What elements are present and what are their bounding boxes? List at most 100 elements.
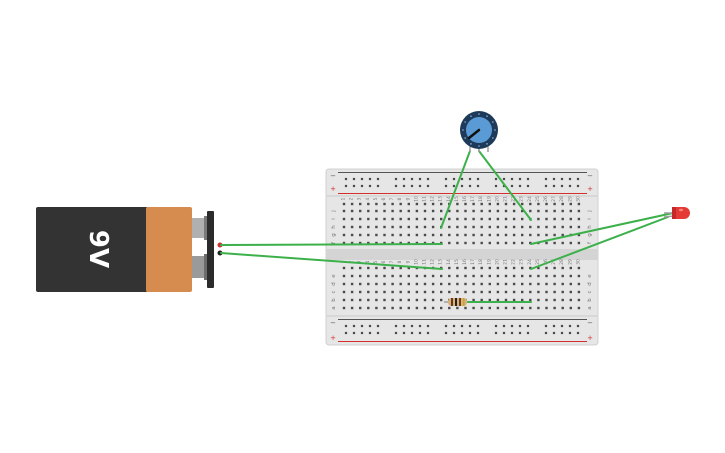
breadboard-hole[interactable] — [561, 274, 564, 278]
breadboard-hole[interactable] — [367, 241, 370, 245]
breadboard-hole[interactable] — [480, 266, 483, 270]
breadboard-hole[interactable] — [464, 266, 467, 270]
rail-hole[interactable] — [452, 184, 456, 188]
breadboard-hole[interactable] — [569, 202, 572, 206]
rail-hole[interactable] — [344, 331, 348, 335]
breadboard-hole[interactable] — [448, 274, 451, 278]
breadboard-hole[interactable] — [359, 306, 362, 310]
breadboard-hole[interactable] — [367, 233, 370, 237]
breadboard-hole[interactable] — [383, 233, 386, 237]
breadboard-hole[interactable] — [431, 290, 435, 294]
breadboard-hole[interactable] — [553, 282, 556, 286]
breadboard-hole[interactable] — [367, 266, 370, 270]
rail-hole[interactable] — [394, 331, 398, 335]
breadboard-hole[interactable] — [553, 209, 556, 213]
rail-hole[interactable] — [502, 331, 506, 335]
breadboard-hole[interactable] — [537, 266, 540, 270]
breadboard-hole[interactable] — [359, 233, 362, 237]
breadboard-hole[interactable] — [440, 217, 443, 221]
breadboard-hole[interactable] — [488, 233, 491, 237]
breadboard-hole[interactable] — [553, 202, 556, 206]
breadboard-hole[interactable] — [529, 233, 532, 237]
rail-hole[interactable] — [444, 184, 448, 188]
breadboard-hole[interactable] — [431, 233, 435, 237]
rail-hole[interactable] — [394, 184, 398, 188]
breadboard-hole[interactable] — [504, 290, 508, 294]
breadboard-hole[interactable] — [407, 306, 410, 310]
breadboard-hole[interactable] — [577, 241, 581, 245]
rail-hole[interactable] — [452, 331, 456, 335]
rail-hole[interactable] — [444, 331, 448, 335]
breadboard-hole[interactable] — [569, 241, 572, 245]
breadboard-hole[interactable] — [464, 241, 467, 245]
breadboard-hole[interactable] — [504, 233, 508, 237]
breadboard-hole[interactable] — [448, 225, 451, 229]
breadboard-hole[interactable] — [350, 217, 354, 221]
breadboard-hole[interactable] — [440, 209, 443, 213]
rail-hole[interactable] — [476, 184, 480, 188]
rail-hole[interactable] — [502, 177, 506, 181]
rail-hole[interactable] — [360, 331, 364, 335]
rail-hole[interactable] — [518, 324, 522, 328]
breadboard-hole[interactable] — [440, 233, 443, 237]
breadboard-hole[interactable] — [391, 290, 394, 294]
breadboard-hole[interactable] — [342, 266, 346, 270]
breadboard-hole[interactable] — [504, 298, 508, 302]
breadboard-hole[interactable] — [350, 225, 354, 229]
breadboard-hole[interactable] — [423, 225, 427, 229]
rail-hole[interactable] — [560, 184, 564, 188]
breadboard-hole[interactable] — [537, 202, 540, 206]
breadboard-hole[interactable] — [480, 225, 483, 229]
rail-hole[interactable] — [526, 324, 530, 328]
breadboard-hole[interactable] — [529, 266, 532, 270]
breadboard-hole[interactable] — [472, 266, 475, 270]
breadboard-hole[interactable] — [545, 202, 548, 206]
rail-hole[interactable] — [394, 177, 398, 181]
breadboard-hole[interactable] — [399, 282, 402, 286]
breadboard-hole[interactable] — [399, 225, 402, 229]
breadboard-hole[interactable] — [391, 225, 394, 229]
breadboard-hole[interactable] — [407, 266, 410, 270]
breadboard-hole[interactable] — [577, 306, 581, 310]
rail-hole[interactable] — [376, 331, 380, 335]
breadboard-hole[interactable] — [423, 290, 427, 294]
breadboard-hole[interactable] — [350, 202, 354, 206]
breadboard-hole[interactable] — [472, 202, 475, 206]
breadboard-hole[interactable] — [375, 225, 378, 229]
breadboard-hole[interactable] — [464, 274, 467, 278]
breadboard-hole[interactable] — [512, 266, 516, 270]
rail-hole[interactable] — [576, 177, 580, 181]
rail-hole[interactable] — [352, 331, 356, 335]
breadboard-hole[interactable] — [448, 233, 451, 237]
breadboard-hole[interactable] — [521, 282, 524, 286]
breadboard-hole[interactable] — [488, 217, 491, 221]
breadboard-hole[interactable] — [415, 241, 419, 245]
breadboard-hole[interactable] — [350, 266, 354, 270]
breadboard-hole[interactable] — [545, 209, 548, 213]
breadboard-hole[interactable] — [529, 241, 532, 245]
breadboard-hole[interactable] — [342, 274, 346, 278]
rail-hole[interactable] — [410, 324, 414, 328]
rail-hole[interactable] — [468, 177, 472, 181]
breadboard-hole[interactable] — [375, 298, 378, 302]
breadboard-hole[interactable] — [577, 233, 581, 237]
breadboard-hole[interactable] — [488, 209, 491, 213]
breadboard-hole[interactable] — [431, 225, 435, 229]
breadboard-hole[interactable] — [512, 274, 516, 278]
breadboard-hole[interactable] — [545, 290, 548, 294]
breadboard-hole[interactable] — [521, 202, 524, 206]
breadboard-hole[interactable] — [496, 290, 500, 294]
rail-hole[interactable] — [452, 177, 456, 181]
rail-hole[interactable] — [444, 324, 448, 328]
breadboard-hole[interactable] — [375, 266, 378, 270]
breadboard-hole[interactable] — [399, 306, 402, 310]
breadboard-hole[interactable] — [383, 306, 386, 310]
breadboard-hole[interactable] — [488, 266, 491, 270]
breadboard-hole[interactable] — [391, 306, 394, 310]
breadboard-hole[interactable] — [480, 306, 483, 310]
breadboard-hole[interactable] — [537, 298, 540, 302]
breadboard-hole[interactable] — [415, 274, 419, 278]
breadboard-hole[interactable] — [423, 241, 427, 245]
breadboard-hole[interactable] — [359, 209, 362, 213]
breadboard-hole[interactable] — [440, 290, 443, 294]
